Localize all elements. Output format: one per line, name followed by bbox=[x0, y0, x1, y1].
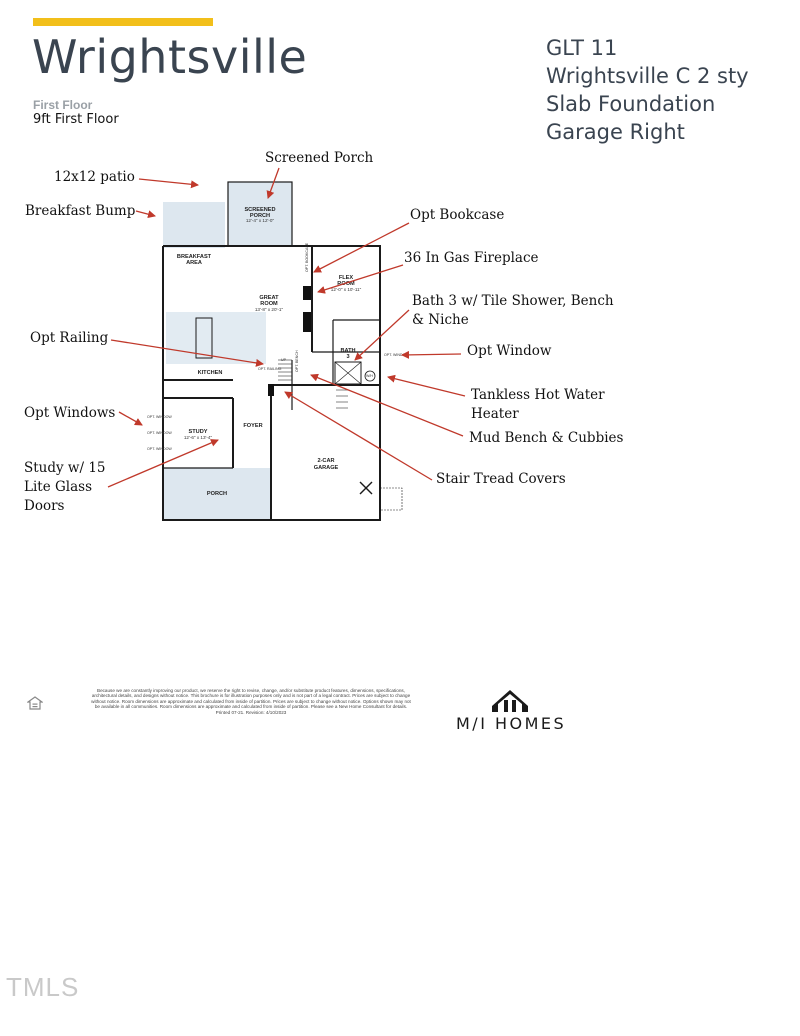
mi-homes-logo-icon bbox=[492, 690, 528, 712]
callout-opt-window: Opt Window bbox=[467, 343, 552, 359]
patio-fill bbox=[163, 202, 225, 248]
great-room-name-2: ROOM bbox=[260, 301, 278, 307]
opt-bookcase-note: OPT. BOOKCASE bbox=[305, 242, 309, 272]
breakfast-name-1: BREAKFAST bbox=[177, 254, 212, 260]
great-room-dims: 13'-8" x 20'-1" bbox=[255, 307, 284, 312]
watermark: TMLS bbox=[6, 972, 80, 1002]
callout-tankless-1: Tankless Hot Water bbox=[471, 387, 605, 403]
callout-tankless-2: Heater bbox=[471, 406, 519, 422]
up-note: UP bbox=[281, 358, 287, 362]
bath-name-2: 3 bbox=[346, 354, 349, 360]
callout-opt-railing: Opt Railing bbox=[30, 330, 109, 346]
garage-ext bbox=[379, 487, 403, 511]
ceiling-label: 9ft First Floor bbox=[33, 112, 119, 127]
study-dims: 12'-6" x 13'-4" bbox=[184, 435, 213, 440]
callout-study-2: Lite Glass bbox=[24, 479, 92, 495]
opt-bench-note: OPT. BENCH bbox=[295, 350, 299, 372]
spec-line-garage: Garage Right bbox=[546, 120, 685, 144]
arrow-opt-window bbox=[401, 350, 462, 359]
arrow-mud-bench bbox=[310, 373, 464, 437]
outer-wall-left bbox=[162, 246, 271, 521]
arrow-patio bbox=[138, 178, 199, 189]
accent-bar bbox=[33, 18, 213, 26]
opt-window-note-c: OPT. WINDOW bbox=[147, 447, 172, 451]
callout-bath3-1: Bath 3 w/ Tile Shower, Bench bbox=[412, 293, 614, 309]
callout-study-1: Study w/ 15 bbox=[24, 460, 106, 476]
porch-fill bbox=[163, 468, 271, 520]
arrow-opt-railing bbox=[110, 339, 264, 367]
opt-window-note-a: OPT. WINDOW bbox=[147, 415, 172, 419]
arrow-study bbox=[107, 439, 219, 488]
opt-window-note-b: OPT. WINDOW bbox=[147, 431, 172, 435]
outer-wall-right bbox=[163, 245, 381, 521]
garage-name-2: GARAGE bbox=[314, 465, 339, 471]
kitchen-island bbox=[195, 317, 213, 359]
spec-line-model: Wrightsville C 2 sty bbox=[546, 64, 749, 88]
shower-x2 bbox=[334, 361, 362, 385]
arrow-stair-tread bbox=[284, 391, 433, 481]
kitchen-name: KITCHEN bbox=[198, 370, 223, 376]
walls bbox=[162, 181, 403, 521]
screened-porch-dims: 12'-4" x 12'-0" bbox=[246, 218, 275, 223]
fireplace bbox=[303, 286, 311, 300]
arrow-fireplace bbox=[317, 264, 404, 294]
callout-gas-fireplace: 36 In Gas Fireplace bbox=[404, 250, 539, 266]
garage-name-1: 2-CAR bbox=[317, 458, 334, 464]
spec-line-lot: GLT 11 bbox=[546, 36, 618, 60]
arrow-tankless bbox=[387, 374, 466, 397]
callout-study-3: Doors bbox=[24, 498, 65, 514]
flex-room-dims: 12'-0" x 10'-11" bbox=[331, 287, 362, 292]
disclaimer-text: Because we are constantly improving our … bbox=[91, 688, 411, 715]
fireplace-hearth bbox=[303, 312, 311, 332]
screened-porch-name-1: SCREENED bbox=[244, 207, 275, 213]
arrow-opt-windows bbox=[118, 411, 143, 426]
callout-bath3-2: & Niche bbox=[412, 312, 469, 328]
flex-room-name-2: ROOM bbox=[337, 281, 355, 287]
stairs bbox=[278, 359, 348, 409]
screened-porch-name-2: PORCH bbox=[250, 213, 270, 219]
arrow-screened-porch bbox=[266, 167, 280, 199]
callout-patio: 12x12 patio bbox=[54, 169, 135, 185]
callout-mud-bench: Mud Bench & Cubbies bbox=[469, 430, 624, 446]
callout-stair-tread: Stair Tread Covers bbox=[436, 471, 566, 487]
flex-room-name-1: FLEX bbox=[339, 275, 354, 281]
foyer-name: FOYER bbox=[243, 423, 262, 429]
room-fills bbox=[163, 182, 292, 520]
callout-opt-bookcase: Opt Bookcase bbox=[410, 207, 504, 223]
shower bbox=[334, 361, 362, 385]
arrow-bath3 bbox=[354, 309, 410, 361]
page-title: Wrightsville bbox=[32, 30, 308, 84]
breakfast-name-2: AREA bbox=[186, 260, 202, 266]
opt-window-note: OPT. WINDOW bbox=[384, 353, 409, 357]
wall-blocks bbox=[268, 286, 311, 396]
brand-name: M/I HOMES bbox=[456, 714, 567, 733]
bath-name-1: BATH bbox=[340, 348, 355, 354]
callout-arrows bbox=[107, 167, 466, 488]
arrow-opt-bookcase bbox=[313, 222, 410, 273]
stair-post bbox=[268, 384, 274, 396]
callout-opt-windows: Opt Windows bbox=[24, 405, 115, 421]
equal-housing-icon bbox=[27, 696, 43, 710]
garage-x2 bbox=[359, 481, 373, 495]
floor-label: First Floor bbox=[33, 98, 93, 112]
wh-note: W/H bbox=[366, 374, 373, 378]
porch-name: PORCH bbox=[207, 491, 227, 497]
water-heater bbox=[364, 370, 376, 382]
floor-plan: SCREENED PORCH 12'-4" x 12'-0" BREAKFAST… bbox=[24, 150, 624, 521]
spec-line-foundation: Slab Foundation bbox=[546, 92, 716, 116]
kitchen-island-fill bbox=[166, 312, 266, 364]
callout-screened-porch: Screened Porch bbox=[265, 150, 374, 166]
great-room-name-1: GREAT bbox=[259, 295, 279, 301]
arrow-breakfast-bump bbox=[135, 210, 156, 219]
callout-breakfast-bump: Breakfast Bump bbox=[25, 203, 135, 219]
opt-railing-note: OPT. RAILING bbox=[258, 367, 282, 371]
screened-porch-fill bbox=[228, 182, 292, 246]
study-name: STUDY bbox=[189, 429, 208, 435]
